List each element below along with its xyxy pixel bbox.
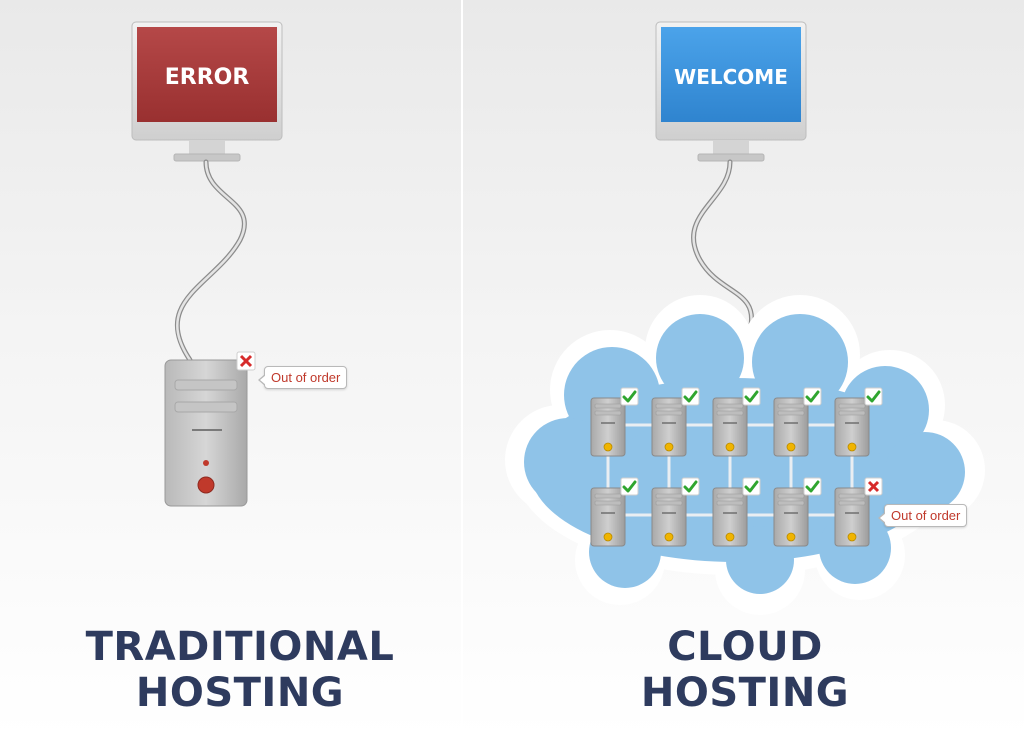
green-check-icon [864,387,883,406]
screen-text: WELCOME [674,65,788,89]
cloud-server [773,487,809,547]
caption-line-1: TRADITIONAL [85,624,395,670]
panel-divider [461,0,463,738]
traditional-caption: TRADITIONAL HOSTING [30,624,450,716]
green-check-icon [681,477,700,496]
green-check-icon [803,477,822,496]
cloud-monitor: WELCOME [655,21,807,162]
cloud-server [834,487,870,547]
green-check-icon [620,477,639,496]
cloud-server [651,397,687,457]
cloud-status-callout: Out of order [877,504,968,527]
cloud-server [590,397,626,457]
traditional-server-tower [164,359,248,507]
cloud-server [590,487,626,547]
cloud-server [834,397,870,457]
server-grid [590,387,883,547]
red-x-icon [864,477,883,496]
cloud-server [712,487,748,547]
green-check-icon [620,387,639,406]
cloud-server [773,397,809,457]
green-check-icon [742,477,761,496]
screen-text: ERROR [165,65,250,90]
green-check-icon [803,387,822,406]
cloud-server [712,397,748,457]
error-screen [137,27,277,122]
cloud-server [651,487,687,547]
caption-line-1: CLOUD [667,624,823,670]
traditional-monitor: ERROR [131,21,283,162]
caption-line-2: HOSTING [135,670,345,716]
caption-line-2: HOSTING [640,670,850,716]
green-check-icon [681,387,700,406]
traditional-status-callout: Out of order [257,366,348,389]
cloud-caption: CLOUD HOSTING [540,624,950,716]
welcome-screen [661,27,801,122]
traditional-cable [174,159,247,363]
red-x-icon [236,351,256,371]
green-check-icon [742,387,761,406]
